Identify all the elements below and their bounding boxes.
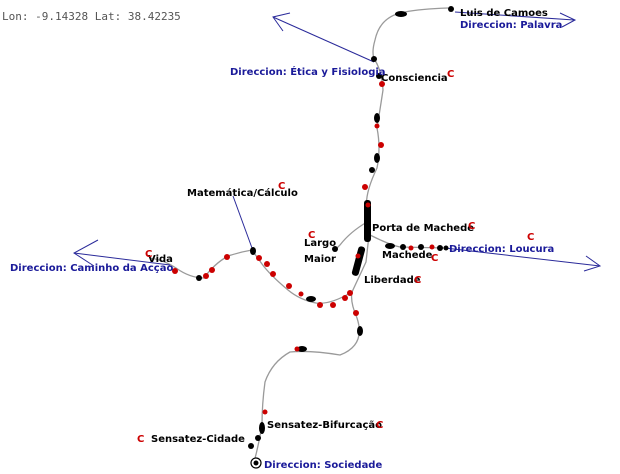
stop-marker — [437, 245, 443, 251]
station-machede[interactable]: Machede — [382, 250, 433, 261]
stop-marker — [362, 184, 368, 190]
arrow-etica — [272, 12, 375, 63]
stop-marker — [317, 302, 323, 308]
stop-marker — [418, 244, 424, 250]
stop-marker — [298, 291, 304, 297]
stop-marker — [306, 296, 316, 302]
c-marker: C — [145, 249, 152, 260]
route-lines — [149, 7, 449, 463]
direction-labels: Direccion: Palavra Direccion: Ética y Fi… — [10, 20, 562, 471]
route-north — [253, 7, 449, 463]
stop-marker — [371, 56, 377, 62]
stop-marker — [395, 11, 407, 17]
stop-marker — [196, 275, 202, 281]
c-marker: C — [468, 221, 475, 232]
station-liberdade[interactable]: Liberdade — [364, 275, 421, 286]
c-marker: C — [376, 420, 383, 431]
station-porta-de-machede[interactable]: Porta de Machede — [372, 223, 474, 234]
station-consciencia[interactable]: Consciencia — [381, 73, 448, 84]
stop-marker — [248, 443, 254, 449]
stop-marker — [374, 123, 380, 129]
stop-marker — [351, 246, 366, 276]
stop-marker — [250, 247, 256, 255]
stop-marker — [385, 243, 395, 249]
terminus-marker-center — [253, 460, 259, 466]
direction-caminho-da-accao[interactable]: Direccion: Caminho da Acçao — [10, 263, 173, 274]
station-vida[interactable]: Vida — [148, 254, 173, 265]
stop-marker — [429, 244, 435, 250]
stop-marker — [262, 409, 268, 415]
stop-marker — [203, 273, 209, 279]
stop-marker — [408, 245, 414, 251]
stop-marker — [355, 253, 361, 259]
stop-marker — [209, 267, 215, 273]
stop-marker — [286, 283, 292, 289]
stop-marker — [443, 245, 449, 251]
stop-marker — [353, 310, 359, 316]
c-marker: C — [431, 253, 438, 264]
c-marker: C — [527, 232, 534, 243]
direction-palavra[interactable]: Direccion: Palavra — [460, 20, 562, 31]
stop-marker — [448, 6, 454, 12]
station-luis-de-camoes[interactable]: Luis de Camoes — [460, 8, 548, 19]
station-sensatez-cidade[interactable]: Sensatez-Cidade — [151, 434, 245, 445]
stop-marker — [264, 261, 270, 267]
stop-marker — [270, 271, 276, 277]
stop-marker — [369, 167, 375, 173]
stop-marker — [378, 142, 384, 148]
direction-loucura[interactable]: Direccion: Loucura — [449, 244, 554, 255]
c-marker: C — [414, 275, 421, 286]
stop-marker — [357, 326, 363, 336]
stop-marker — [364, 200, 371, 242]
stop-marker — [172, 268, 178, 274]
stop-marker — [330, 302, 336, 308]
stop-marker — [259, 422, 265, 434]
stop-marker — [224, 254, 230, 260]
stop-marker — [379, 81, 385, 87]
stop-marker — [255, 435, 261, 441]
stop-marker — [365, 202, 371, 208]
c-markers: C C C C C C C C C C — [137, 69, 534, 445]
stop-marker — [374, 113, 380, 123]
stop-marker — [376, 73, 382, 79]
station-labels: Luis de Camoes Consciencia Matemática/Cá… — [148, 8, 548, 445]
leader-line-matematica — [232, 195, 253, 249]
c-marker: C — [447, 69, 454, 80]
station-sensatez-bifurcacao[interactable]: Sensatez-Bifurcação — [267, 420, 382, 431]
station-matematica-calculo[interactable]: Matemática/Cálculo — [187, 187, 298, 199]
station-maior[interactable]: Maior — [304, 254, 336, 265]
stop-marker — [256, 255, 262, 261]
route-west — [149, 249, 353, 304]
direction-arrows — [73, 11, 602, 272]
station-largo[interactable]: Largo — [304, 238, 336, 249]
stop-marker — [297, 346, 307, 352]
stop-marker — [347, 290, 353, 296]
stop-marker — [374, 153, 380, 163]
stop-marker — [294, 346, 300, 352]
c-marker: C — [308, 230, 315, 241]
arrow-palavra — [454, 11, 577, 28]
stop-marker — [332, 246, 338, 252]
stop-marker — [400, 244, 406, 250]
c-marker: C — [278, 181, 285, 192]
stop-marker — [342, 295, 348, 301]
stop-markers — [172, 6, 454, 469]
direction-sociedade[interactable]: Direccion: Sociedade — [264, 460, 382, 471]
arrow-loucura — [444, 247, 602, 272]
route-largo — [334, 221, 368, 251]
arrow-caminho — [73, 239, 171, 267]
c-marker: C — [137, 434, 144, 445]
direction-etica-fisiologia[interactable]: Direccion: Ética y Fisiologia — [230, 65, 386, 78]
coordinates-readout: Lon: -9.14328 Lat: 38.42235 — [2, 10, 181, 23]
